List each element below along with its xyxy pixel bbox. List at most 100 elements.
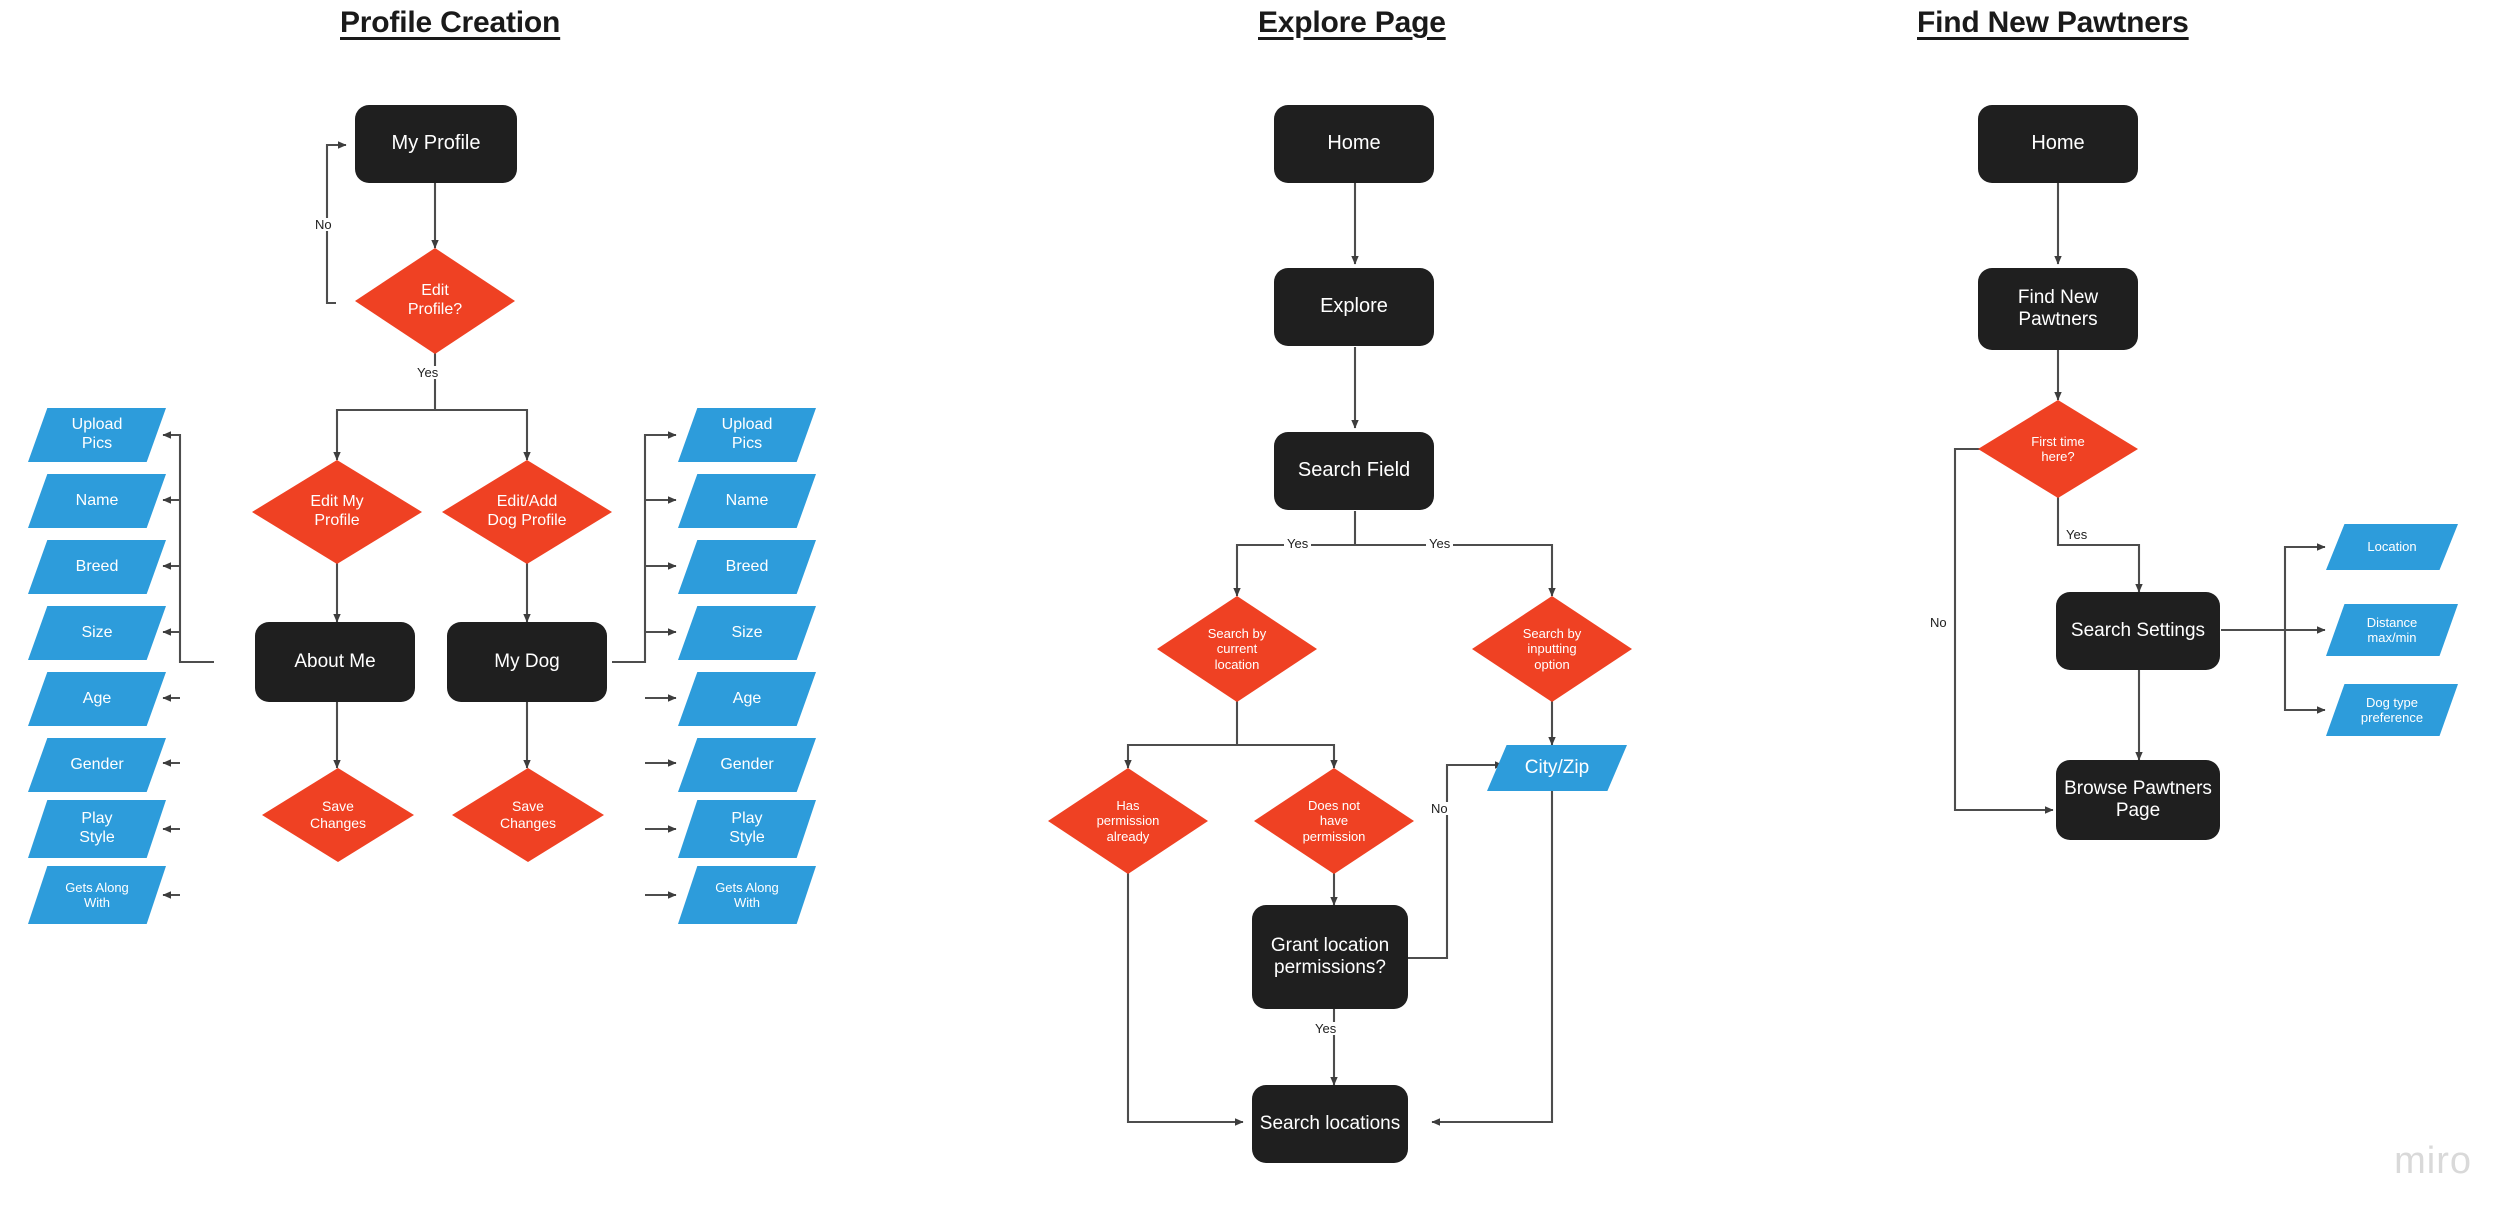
field-label: City/Zip <box>1524 756 1590 778</box>
parallelogram-icon <box>28 866 166 924</box>
node-label: Search by inputting option <box>1522 626 1582 672</box>
field-label: Age <box>732 689 762 707</box>
parallelogram-icon <box>678 474 816 528</box>
node-search-by-inputting-option[interactable]: Search by inputting option <box>1472 596 1632 702</box>
parallelogram-icon <box>28 800 166 858</box>
node-label: Home <box>1327 132 1381 155</box>
parallelogram-icon <box>678 606 816 660</box>
field-name-right[interactable]: Name <box>678 474 816 528</box>
parallelogram-icon <box>2326 684 2458 736</box>
field-city-zip[interactable]: City/Zip <box>1487 745 1627 791</box>
miro-watermark: miro <box>2394 1140 2472 1182</box>
field-label: Gets Along With <box>715 879 779 910</box>
field-label: Location <box>2367 539 2417 555</box>
column-title-explore-page: Explore Page <box>1258 6 1446 39</box>
edge-label-yes-right: Yes <box>1426 537 1454 550</box>
field-name-left[interactable]: Name <box>28 474 166 528</box>
node-edit-my-profile[interactable]: Edit My Profile <box>252 460 422 564</box>
column-title-find-new-pawtners: Find New Pawtners <box>1917 6 2189 39</box>
node-search-locations[interactable]: Search locations <box>1252 1085 1408 1163</box>
node-edit-profile-decision[interactable]: Edit Profile? <box>355 248 515 354</box>
field-label: Distance max/min <box>2366 614 2418 645</box>
field-gender-right[interactable]: Gender <box>678 738 816 792</box>
field-label: Dog type preference <box>2360 694 2424 725</box>
node-browse-pawtners-page[interactable]: Browse Pawtners Page <box>2056 760 2220 840</box>
field-location[interactable]: Location <box>2326 524 2458 570</box>
node-label: Search locations <box>1259 1112 1401 1134</box>
node-search-field[interactable]: Search Field <box>1274 432 1434 510</box>
parallelogram-icon <box>28 408 166 462</box>
field-breed-right[interactable]: Breed <box>678 540 816 594</box>
edges-column-1 <box>162 141 677 899</box>
field-upload-pics-right[interactable]: Upload Pics <box>678 408 816 462</box>
node-my-dog[interactable]: My Dog <box>447 622 607 702</box>
field-label: Gets Along With <box>65 879 129 910</box>
field-age-left[interactable]: Age <box>28 672 166 726</box>
field-distance-max-min[interactable]: Distance max/min <box>2326 604 2458 656</box>
field-gets-along-with-left[interactable]: Gets Along With <box>28 866 166 924</box>
node-does-not-have-permission[interactable]: Does not have permission <box>1254 768 1414 874</box>
node-label: My Profile <box>391 132 481 155</box>
node-find-new-pawtners[interactable]: Find New Pawtners <box>1978 268 2138 350</box>
edge-label-no-grant: No <box>1428 802 1451 815</box>
edge-label-no: No <box>312 218 335 231</box>
parallelogram-icon <box>28 672 166 726</box>
node-label: Home <box>2031 132 2085 155</box>
field-size-right[interactable]: Size <box>678 606 816 660</box>
node-label: Edit/Add Dog Profile <box>487 493 567 529</box>
node-search-by-current-location[interactable]: Search by current location <box>1157 596 1317 702</box>
field-gets-along-with-right[interactable]: Gets Along With <box>678 866 816 924</box>
edge-label-yes-left: Yes <box>1284 537 1312 550</box>
field-upload-pics-left[interactable]: Upload Pics <box>28 408 166 462</box>
parallelogram-icon <box>678 800 816 858</box>
node-label: Grant location permissions? <box>1270 934 1390 978</box>
node-first-time-here[interactable]: First time here? <box>1978 400 2138 498</box>
field-label: Gender <box>720 755 774 773</box>
edge-label-yes: Yes <box>414 366 442 379</box>
node-label: Edit My Profile <box>310 493 364 529</box>
node-has-permission-already[interactable]: Has permission already <box>1048 768 1208 874</box>
node-label: Explore <box>1320 295 1388 318</box>
field-breed-left[interactable]: Breed <box>28 540 166 594</box>
parallelogram-icon <box>28 474 166 528</box>
field-size-left[interactable]: Size <box>28 606 166 660</box>
field-dog-type-preference[interactable]: Dog type preference <box>2326 684 2458 736</box>
field-label: Size <box>731 623 763 641</box>
node-search-settings[interactable]: Search Settings <box>2056 592 2220 670</box>
node-grant-location-permissions[interactable]: Grant location permissions? <box>1252 905 1408 1009</box>
field-label: Breed <box>725 557 769 575</box>
parallelogram-icon <box>678 738 816 792</box>
field-play-style-left[interactable]: Play Style <box>28 800 166 858</box>
node-save-changes-left[interactable]: Save Changes <box>262 768 414 862</box>
node-label: Save Changes <box>499 798 557 831</box>
parallelogram-icon <box>28 738 166 792</box>
node-save-changes-right[interactable]: Save Changes <box>452 768 604 862</box>
edge-label-no-first-time: No <box>1927 616 1950 629</box>
field-label: Play Style <box>79 810 115 846</box>
field-age-right[interactable]: Age <box>678 672 816 726</box>
parallelogram-icon <box>28 540 166 594</box>
field-play-style-right[interactable]: Play Style <box>678 800 816 858</box>
field-label: Play Style <box>729 810 765 846</box>
node-edit-add-dog-profile[interactable]: Edit/Add Dog Profile <box>442 460 612 564</box>
node-my-profile[interactable]: My Profile <box>355 105 517 183</box>
node-about-me[interactable]: About Me <box>255 622 415 702</box>
node-home-explore[interactable]: Home <box>1274 105 1434 183</box>
parallelogram-icon <box>678 408 816 462</box>
parallelogram-icon <box>1487 745 1627 791</box>
edge-label-yes-grant: Yes <box>1312 1022 1340 1035</box>
node-label: Does not have permission <box>1302 798 1366 844</box>
column-title-profile-creation: Profile Creation <box>340 6 561 39</box>
node-label: Edit Profile? <box>407 282 463 318</box>
field-gender-left[interactable]: Gender <box>28 738 166 792</box>
field-label: Gender <box>70 755 124 773</box>
node-label: Search by current location <box>1207 626 1267 672</box>
node-explore[interactable]: Explore <box>1274 268 1434 346</box>
field-label: Upload Pics <box>721 416 773 452</box>
node-home-pawtners[interactable]: Home <box>1978 105 2138 183</box>
node-label: Search Field <box>1297 459 1411 482</box>
field-label: Name <box>75 491 119 509</box>
node-label: Find New Pawtners <box>2017 286 2099 330</box>
parallelogram-icon <box>2326 604 2458 656</box>
